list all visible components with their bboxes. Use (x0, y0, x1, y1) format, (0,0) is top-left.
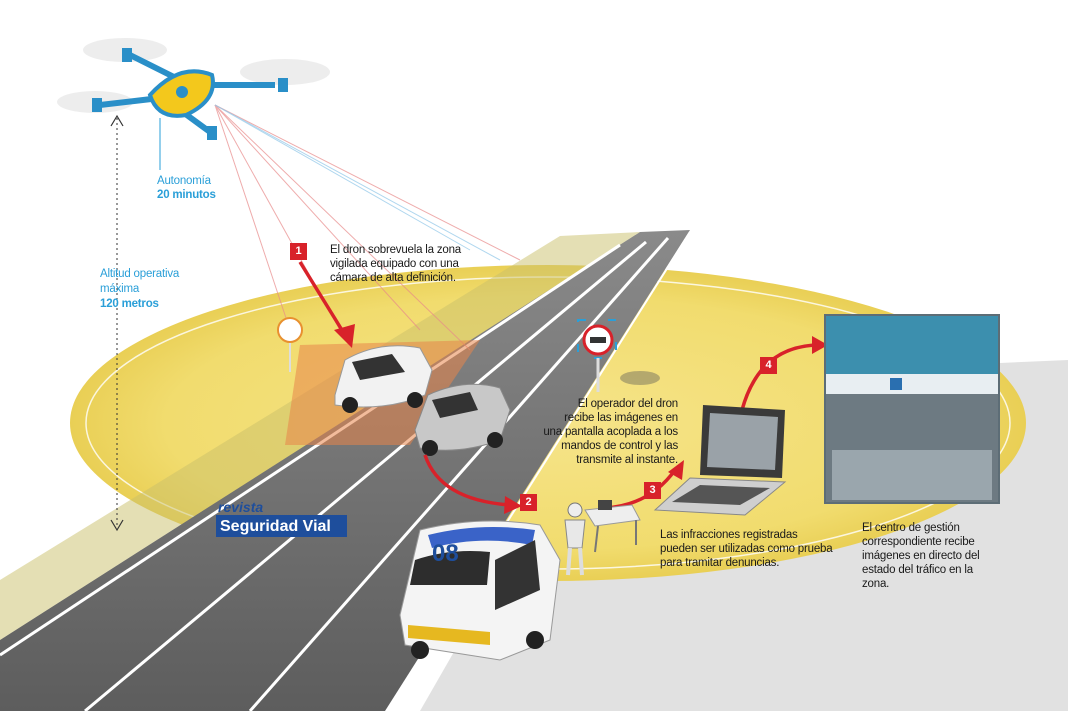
patrol-van (399, 520, 561, 661)
step-4-line-1: El centro de gestión (862, 522, 960, 534)
step-2-line-1: El operador del dron (577, 398, 678, 410)
camera-beams (214, 104, 521, 351)
autonomy-label: Autonomía (157, 175, 211, 187)
step-2-text: El operador del dron recibe las imágenes… (528, 397, 678, 467)
step-4-line-3: imágenes en directo del (862, 550, 980, 562)
step-1-line-2: vigilada equipado con una (330, 258, 459, 270)
step-2-badge: 2 (520, 494, 537, 511)
step-1-line-3: cámara de alta definición. (330, 272, 456, 284)
hatchback-car (414, 383, 511, 456)
traffic-sign (577, 319, 660, 392)
altitude-value: 120 metros (100, 298, 159, 310)
control-center-photo (824, 314, 1000, 504)
van-number: 08 (432, 540, 459, 567)
step-2-line-3: una pantalla acoplada a los (543, 426, 678, 438)
step-4-line-5: zona. (862, 578, 890, 590)
step-2-line-4: mandos de control y las (561, 440, 678, 452)
step-4-line-2: correspondiente recibe (862, 536, 975, 548)
altitude-label-1: Altitud operativa (100, 268, 180, 280)
altitude-label-2: máxima (100, 283, 140, 295)
logo-line-1: revista (218, 499, 264, 515)
step-3-text: Las infracciones registradas pueden ser … (660, 528, 833, 570)
step-1-line-1: El dron sobrevuela la zona (330, 244, 461, 256)
speed-sign-left (277, 317, 303, 372)
step-2-line-5: transmite al instante. (576, 454, 678, 466)
step-1-text: El dron sobrevuela la zona vigilada equi… (330, 243, 461, 285)
step-3-line-2: pueden ser utilizadas como prueba (660, 543, 833, 555)
logo-background (216, 515, 347, 537)
suv-car (334, 345, 433, 413)
autonomy-value: 20 minutos (157, 189, 216, 201)
step-3-line-1: Las infracciones registradas (660, 529, 798, 541)
logo-line-2: Seguridad Vial (220, 518, 331, 535)
drone (57, 38, 330, 140)
step-3-badge: 3 (644, 482, 661, 499)
step-4-text: El centro de gestión correspondiente rec… (862, 521, 980, 591)
step-3-line-3: para tramitar denuncias. (660, 557, 780, 569)
laptop (653, 405, 787, 516)
step-2-line-2: recibe las imágenes en (564, 412, 678, 424)
step-1-badge: 1 (290, 243, 307, 260)
operator-station (564, 500, 641, 576)
step-4-line-4: estado del tráfico en la (862, 564, 973, 576)
step-4-badge: 4 (760, 357, 777, 374)
